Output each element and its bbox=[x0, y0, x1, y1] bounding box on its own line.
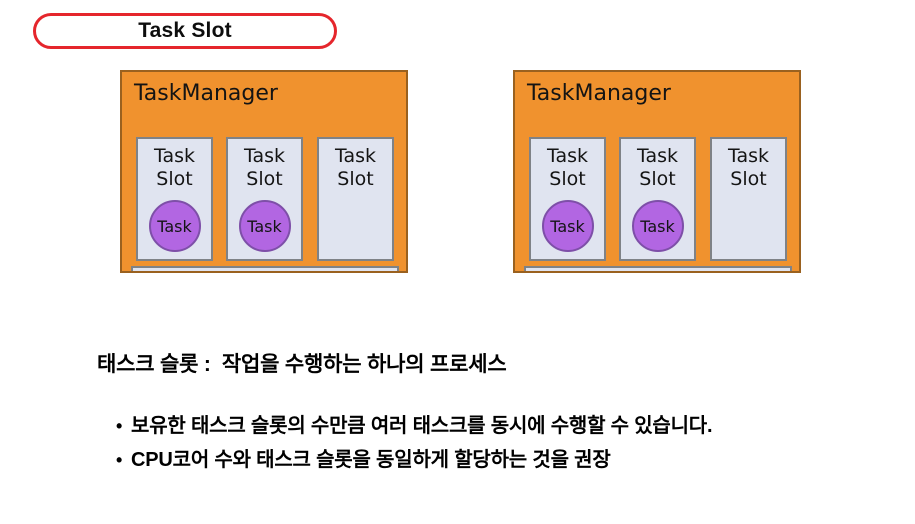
task-slot-label: Task Slot bbox=[243, 145, 285, 190]
task-slot-label: Task Slot bbox=[636, 145, 678, 190]
task-circle: Task bbox=[238, 200, 291, 252]
task-slot-box: Task Slot Task bbox=[619, 137, 696, 261]
task-slot-label: Task Slot bbox=[153, 145, 195, 190]
note-item: CPU코어 수와 태스크 슬롯을 동일하게 할당하는 것을 권장 bbox=[116, 443, 712, 477]
task-slot-box: Task Slot Task bbox=[529, 137, 606, 261]
task-slot-label: Task Slot bbox=[546, 145, 588, 190]
notes-list: 보유한 태스크 슬롯의 수만큼 여러 태스크를 동시에 수행할 수 있습니다. … bbox=[116, 409, 713, 477]
task-slot-label: Task Slot bbox=[727, 145, 769, 190]
task-slot-box: Task Slot bbox=[317, 137, 394, 261]
task-slot-box: Task Slot bbox=[710, 137, 787, 261]
cropped-slot-row bbox=[524, 266, 792, 271]
note-item: 보유한 태스크 슬롯의 수만큼 여러 태스크를 동시에 수행할 수 있습니다. bbox=[116, 409, 713, 443]
task-slot-pill: Task Slot bbox=[33, 13, 337, 49]
taskmanager-title: TaskManager bbox=[527, 81, 671, 106]
task-slot-box: Task Slot Task bbox=[136, 137, 213, 261]
task-circle: Task bbox=[148, 200, 201, 252]
task-circle: Task bbox=[631, 200, 684, 252]
task-slot-pill-label: Task Slot bbox=[138, 19, 232, 42]
task-circle: Task bbox=[541, 200, 594, 252]
taskmanager-box-1: TaskManager Task Slot Task Task Slot Tas… bbox=[120, 70, 408, 273]
cropped-slot-row bbox=[131, 266, 399, 271]
task-slot-box: Task Slot Task bbox=[226, 137, 303, 261]
taskmanager-box-2: TaskManager Task Slot Task Task Slot Tas… bbox=[513, 70, 801, 273]
notes-heading: 태스크 슬롯 : 작업을 수행하는 하나의 프로세스 bbox=[97, 353, 507, 376]
task-slot-label: Task Slot bbox=[334, 145, 376, 190]
taskmanager-title: TaskManager bbox=[134, 81, 278, 106]
